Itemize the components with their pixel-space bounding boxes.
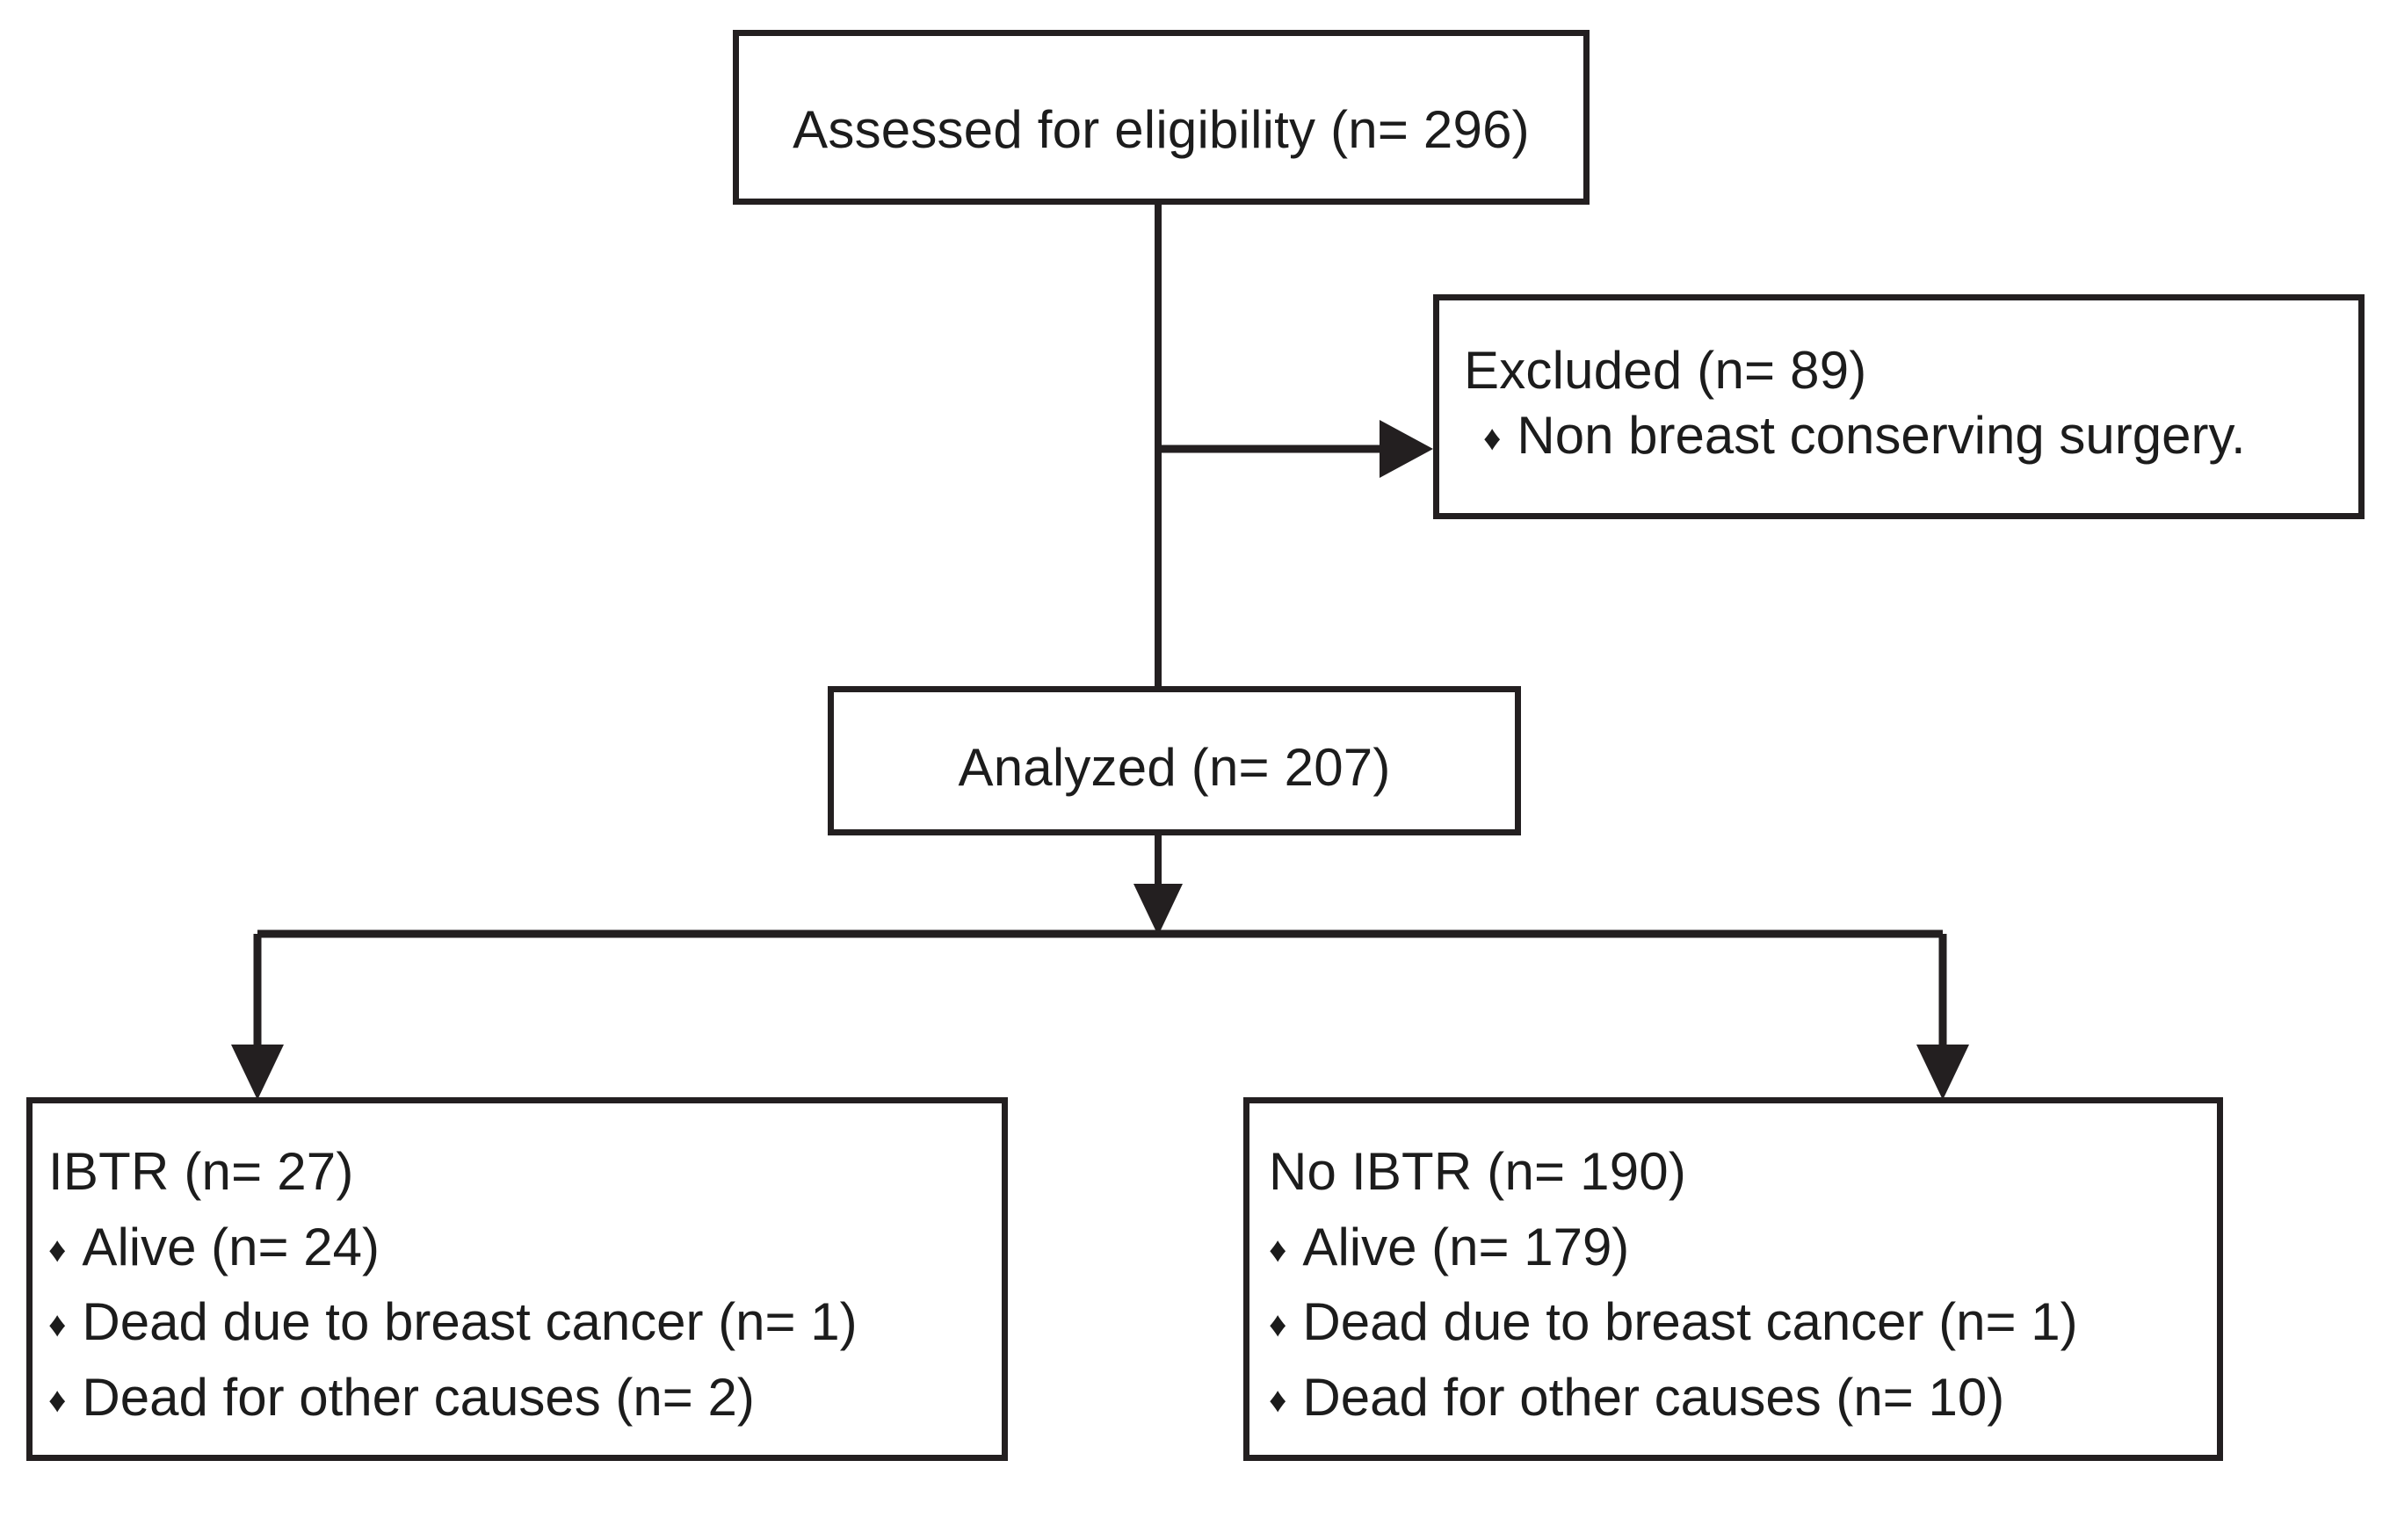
excluded-heading: Excluded (n= 89) [1464, 341, 1867, 400]
list-item-label: Alive (n= 24) [82, 1217, 380, 1276]
arrowhead-to-excluded [1380, 420, 1433, 478]
list-item-label: Dead due to breast cancer (n= 1) [82, 1292, 858, 1352]
diamond-bullet-icon: ♦ [1269, 1305, 1287, 1345]
no-ibtr-heading: No IBTR (n= 190) [1269, 1142, 1687, 1201]
list-item-label: Alive (n= 179) [1302, 1217, 1630, 1276]
excluded-item-list: ♦ Non breast conserving surgery. [1464, 405, 2341, 465]
list-item: ♦ Non breast conserving surgery. [1464, 405, 2341, 465]
arrowhead-to-split-bar [1133, 884, 1183, 936]
node-assessed-for-eligibility: Assessed for eligibility (n= 296) [733, 30, 1590, 205]
list-item: ♦ Alive (n= 24) [48, 1217, 988, 1276]
node-analyzed: Analyzed (n= 207) [828, 686, 1521, 835]
node-no-ibtr: No IBTR (n= 190) ♦ Alive (n= 179) ♦ Dead… [1243, 1097, 2223, 1461]
node-ibtr: IBTR (n= 27) ♦ Alive (n= 24) ♦ Dead due … [26, 1097, 1008, 1461]
list-item: ♦ Dead due to breast cancer (n= 1) [1269, 1294, 2203, 1350]
arrowhead-to-no-ibtr [1916, 1045, 1969, 1100]
assessed-label: Assessed for eligibility (n= 296) [793, 99, 1530, 159]
diamond-bullet-icon: ♦ [48, 1305, 67, 1345]
diamond-bullet-icon: ♦ [1269, 1230, 1287, 1269]
list-item: ♦ Dead for other causes (n= 10) [1269, 1370, 2203, 1426]
arrowhead-to-ibtr [231, 1045, 284, 1100]
diamond-bullet-icon: ♦ [1483, 418, 1502, 458]
list-item: ♦ Alive (n= 179) [1269, 1217, 2203, 1276]
list-item: ♦ Dead for other causes (n= 2) [48, 1370, 988, 1426]
ibtr-heading: IBTR (n= 27) [48, 1142, 354, 1201]
no-ibtr-item-list: ♦ Alive (n= 179) ♦ Dead due to breast ca… [1269, 1217, 2203, 1426]
list-item-label: Dead for other causes (n= 2) [82, 1367, 755, 1427]
node-excluded: Excluded (n= 89) ♦ Non breast conserving… [1433, 294, 2365, 519]
diamond-bullet-icon: ♦ [48, 1380, 67, 1420]
analyzed-label: Analyzed (n= 207) [958, 738, 1391, 798]
list-item: ♦ Dead due to breast cancer (n= 1) [48, 1294, 988, 1350]
ibtr-item-list: ♦ Alive (n= 24) ♦ Dead due to breast can… [48, 1217, 988, 1426]
diamond-bullet-icon: ♦ [48, 1230, 67, 1269]
list-item-label: Dead for other causes (n= 10) [1302, 1367, 2005, 1427]
list-item-label: Dead due to breast cancer (n= 1) [1302, 1292, 2078, 1352]
diamond-bullet-icon: ♦ [1269, 1380, 1287, 1420]
list-item-label: Non breast conserving surgery. [1517, 405, 2246, 465]
